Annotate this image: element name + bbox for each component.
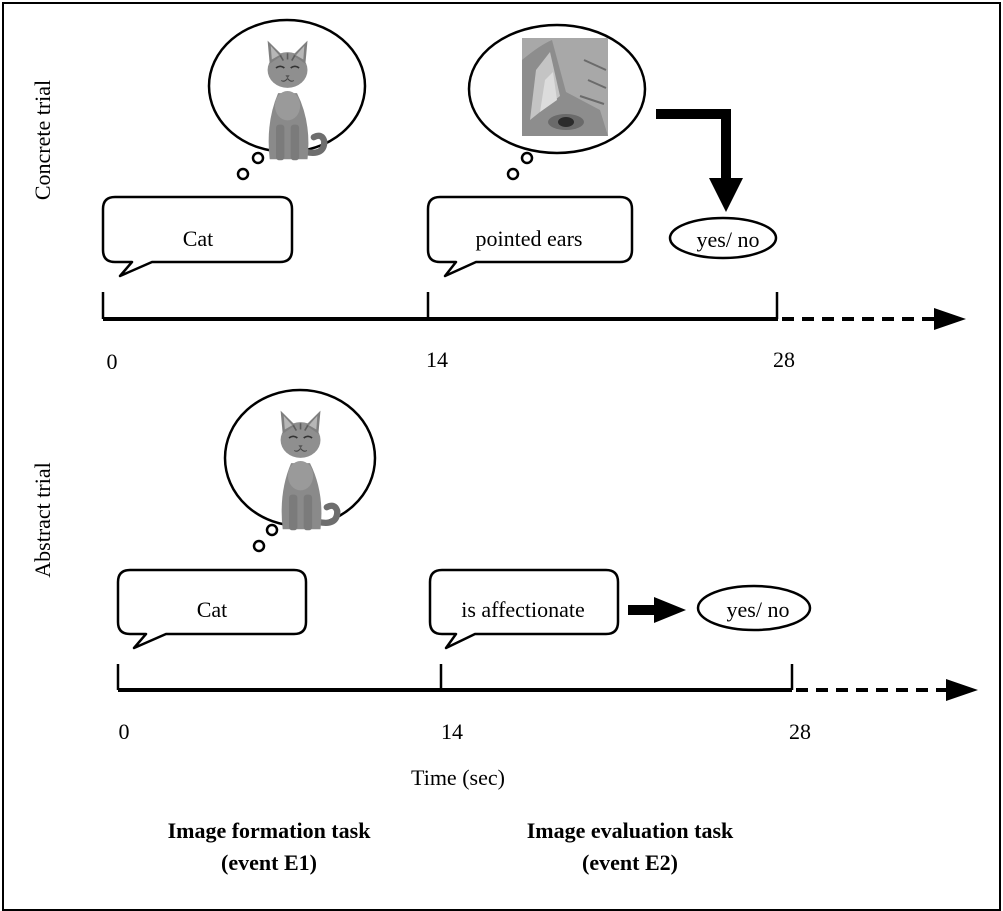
task-title: Image evaluation task (527, 818, 734, 843)
tick-label: 14 (441, 719, 463, 744)
task-title: Image formation task (168, 818, 372, 843)
task-caption-e2: Image evaluation task (event E2) (527, 818, 734, 875)
thought-dot (265, 523, 279, 537)
task-event: (event E1) (221, 850, 317, 875)
response-oval: yes/ no (696, 584, 812, 632)
probe-text: pointed ears (476, 226, 583, 251)
timeline-arrowhead (946, 679, 978, 701)
tick-label: 28 (789, 719, 811, 744)
speech-bubble-cue: Cat (116, 568, 308, 650)
cue-word: Cat (183, 226, 214, 251)
thought-dot (236, 167, 250, 181)
thought-bubble-cat (207, 18, 367, 181)
response-text: yes/ no (727, 597, 790, 622)
tick-label: 28 (773, 347, 795, 372)
thought-bubble-cat (223, 388, 377, 553)
timeline (101, 292, 966, 330)
response-oval: yes/ no (668, 216, 778, 260)
abstract-trial: Abstract trial Cat is affectionate (30, 388, 978, 744)
speech-bubble-probe: is affectionate (428, 568, 620, 650)
response-arrow (656, 109, 743, 212)
tick-label: 0 (119, 719, 130, 744)
speech-bubble-probe: pointed ears (426, 195, 634, 278)
response-text: yes/ no (697, 227, 760, 252)
thought-dot (506, 167, 520, 181)
thought-dot (251, 151, 265, 165)
timeline (116, 664, 978, 701)
cue-word: Cat (197, 597, 228, 622)
task-event: (event E2) (582, 850, 678, 875)
task-caption-e1: Image formation task (event E1) (168, 818, 372, 875)
thought-bubble-ear (467, 23, 647, 181)
timeline-arrowhead (934, 308, 966, 330)
abstract-trial-label: Abstract trial (30, 462, 55, 577)
cat-ear-closeup-icon (522, 38, 608, 136)
thought-dot (520, 151, 534, 165)
tick-label: 14 (426, 347, 448, 372)
probe-text: is affectionate (461, 597, 585, 622)
response-arrow (628, 597, 686, 623)
concrete-trial: Concrete trial Cat (30, 18, 966, 374)
tick-label: 0 (107, 349, 118, 374)
concrete-trial-label: Concrete trial (30, 80, 55, 200)
x-axis-label: Time (sec) (411, 765, 505, 790)
speech-bubble-cue: Cat (101, 195, 294, 278)
thought-dot (252, 539, 266, 553)
